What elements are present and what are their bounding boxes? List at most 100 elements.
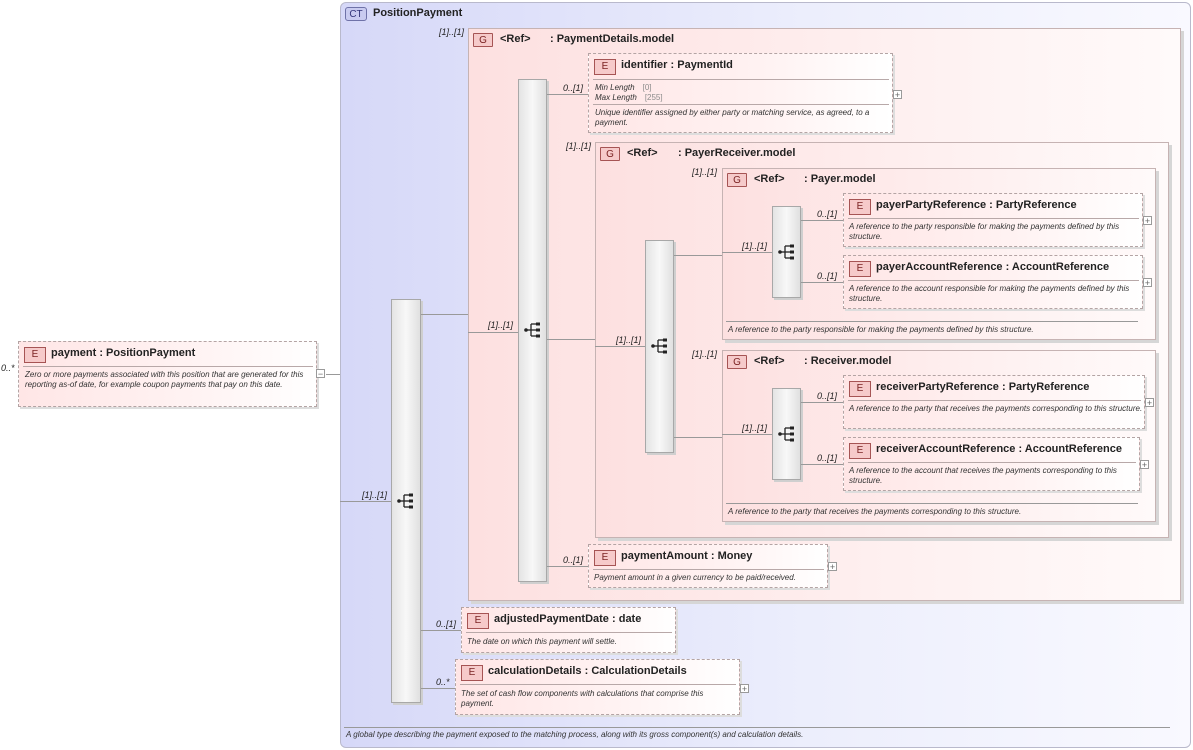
calculation-details-cardinality: 0..* [436,677,450,687]
element-badge: E [849,443,871,459]
receiver-sequence-cardinality: [1]..[1] [742,423,768,433]
element-type: : CalculationDetails [584,665,687,677]
element-adjusted-payment-date[interactable]: E adjustedPaymentDate : date The date on… [461,607,676,653]
element-separator [848,400,1141,401]
element-badge: E [849,199,871,215]
element-badge: E [594,550,616,566]
complex-type-badge: CT [345,7,367,21]
facet-max-length: Max Length[255] [595,93,663,103]
facet-label: Max Length [595,93,637,102]
adjusted-date-cardinality: 0..[1] [436,619,457,629]
element-name: payment [51,347,97,359]
element-title: payerAccountReference : AccountReference [876,261,1109,273]
connector-to-identifier [547,94,588,95]
group-name: : Receiver.model [804,355,892,367]
element-type: : date [612,613,642,625]
sequence-icon [778,426,794,442]
element-type: : PartyReference [989,199,1077,211]
group-ref-label: <Ref> [627,147,658,159]
expand-toggle-identifier[interactable]: + [893,90,902,100]
expand-toggle-calculation-details[interactable]: + [740,684,749,694]
element-receiver-account-reference[interactable]: E receiverAccountReference : AccountRefe… [843,437,1140,491]
element-documentation: Zero or more payments associated with th… [25,370,304,389]
connector-group-to-sequence [722,434,772,435]
group-name: : PaymentDetails.model [550,33,675,45]
expand-toggle-receiver-account-reference[interactable]: + [1140,460,1149,470]
facet-label: Min Length [595,83,635,92]
group-badge: G [473,33,493,47]
group-ref-label: <Ref> [500,33,531,45]
expand-toggle-payment-amount[interactable]: + [828,562,837,572]
expand-toggle-payer-account-reference[interactable]: + [1143,278,1152,288]
element-title: payment : PositionPayment [51,347,195,359]
element-title: identifier : PaymentId [621,59,733,71]
element-name: receiverPartyReference [876,381,999,393]
connector-to-receiver-group [674,437,722,438]
element-name: adjustedPaymentDate [494,613,609,625]
element-badge: E [849,261,871,277]
complex-type-documentation: A global type describing the payment exp… [346,730,804,739]
element-documentation: A reference to the account that receives… [849,466,1117,485]
payer-receiver-group-cardinality: [1]..[1] [566,141,592,151]
element-separator [848,218,1139,219]
connector-to-receiver-party-reference [801,402,843,403]
connector-group-to-sequence [595,346,645,347]
element-payment-amount[interactable]: E paymentAmount : Money Payment amount i… [588,544,828,588]
element-payment[interactable]: E payment : PositionPayment Zero or more… [18,341,317,407]
connector-main-to-calculation-details [421,688,455,689]
element-identifier[interactable]: E identifier : PaymentId Min Length[0] M… [588,53,893,133]
connector-to-payer-group [674,255,722,256]
element-name: payerPartyReference [876,199,987,211]
element-documentation: A reference to the account responsible f… [849,284,1130,303]
element-type: : Money [710,550,753,562]
receiver-account-reference-cardinality: 0..[1] [817,453,838,463]
receiver-group-documentation: A reference to the party that receives t… [728,507,1022,516]
element-name: receiverAccountReference [876,443,1016,455]
element-title: calculationDetails : CalculationDetails [488,665,687,677]
payer-sequence-cardinality: [1]..[1] [742,241,768,251]
payer-party-reference-cardinality: 0..[1] [817,209,838,219]
connector-group-to-sequence [722,252,772,253]
group-badge: G [727,173,747,187]
connector-root-to-type [326,374,340,375]
element-separator [466,632,672,633]
receiver-group-doc-separator [726,503,1138,504]
payer-receiver-sequence-cardinality: [1]..[1] [616,335,642,345]
element-type: : AccountReference [1018,443,1122,455]
element-receiver-party-reference[interactable]: E receiverPartyReference : PartyReferenc… [843,375,1145,429]
element-separator [848,462,1136,463]
element-calculation-details[interactable]: E calculationDetails : CalculationDetail… [455,659,740,715]
connector-main-to-adjusted-date [421,630,461,631]
identifier-cardinality: 0..[1] [563,83,584,93]
element-badge: E [849,381,871,397]
element-type: : AccountReference [1005,261,1110,273]
element-documentation: The date on which this payment will sett… [467,637,617,646]
payment-details-group-cardinality: [1]..[1] [439,27,465,37]
element-title: payerPartyReference : PartyReference [876,199,1077,211]
sequence-icon [524,322,540,338]
element-separator [848,280,1139,281]
element-separator [593,569,824,570]
element-documentation: A reference to the party responsible for… [849,222,1120,241]
complex-type-name: PositionPayment [373,7,463,19]
connector-main-to-payment-details [421,314,468,315]
element-type: : PartyReference [1001,381,1090,393]
connector-to-payer-account-reference [801,282,843,283]
element-badge: E [461,665,483,681]
element-payer-account-reference[interactable]: E payerAccountReference : AccountReferen… [843,255,1143,309]
connector-to-payer-party-reference [801,220,843,221]
collapse-toggle-payment[interactable]: − [316,369,325,379]
expand-toggle-payer-party-reference[interactable]: + [1143,216,1152,226]
receiver-group-cardinality: [1]..[1] [692,349,718,359]
element-title: receiverPartyReference : PartyReference [876,381,1089,393]
payment-details-sequence-cardinality: [1]..[1] [488,320,514,330]
element-name: payerAccountReference [876,261,1003,273]
element-title: paymentAmount : Money [621,550,752,562]
connector-to-payer-receiver [547,339,595,340]
connector-to-payment-amount [547,566,588,567]
element-documentation: A reference to the party that receives t… [849,404,1143,413]
element-type: : PaymentId [670,59,733,71]
element-payer-party-reference[interactable]: E payerPartyReference : PartyReference A… [843,193,1143,247]
expand-toggle-receiver-party-reference[interactable]: + [1145,398,1154,408]
element-title: receiverAccountReference : AccountRefere… [876,443,1122,455]
